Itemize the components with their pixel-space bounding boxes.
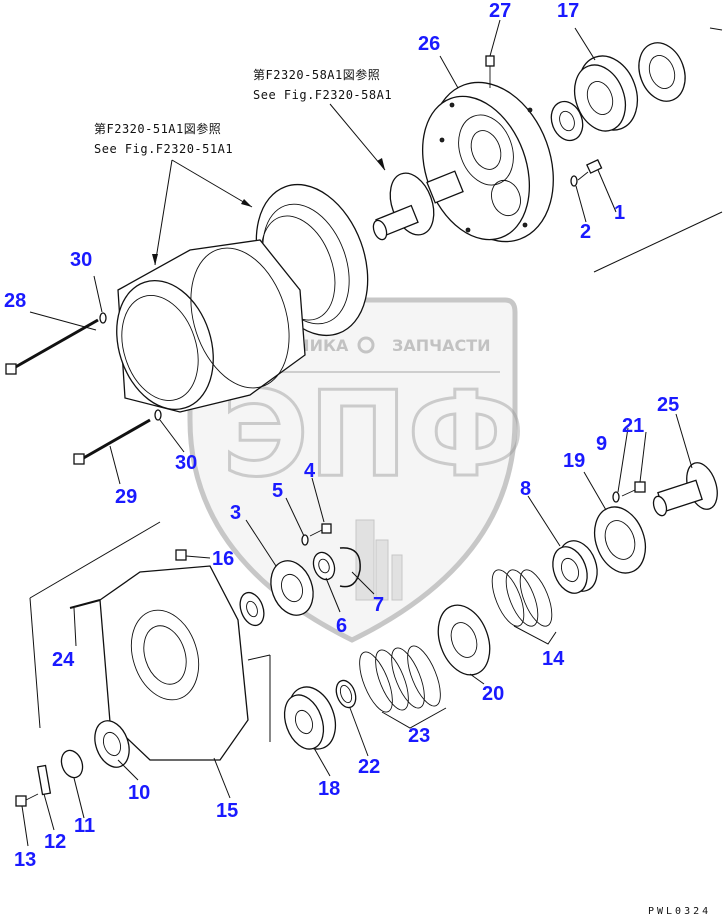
callout-13: 13 [14, 849, 36, 871]
callout-5: 5 [272, 480, 283, 502]
leader-lines [21, 19, 693, 847]
gear-icon [357, 336, 375, 354]
callout-20: 20 [482, 683, 504, 705]
part-28-long-bolt [5, 318, 99, 375]
callout-17: 17 [557, 0, 579, 22]
callout-4: 4 [304, 460, 316, 482]
callout-18: 18 [318, 778, 340, 800]
callout-25: 25 [657, 394, 679, 416]
callout-16: 16 [212, 548, 234, 570]
callout-23: 23 [408, 725, 430, 747]
part-20-plate [437, 604, 491, 676]
callout-11: 11 [74, 815, 95, 837]
callout-14: 14 [542, 648, 565, 670]
callout-12: 12 [44, 831, 66, 853]
callout-9: 9 [596, 433, 607, 455]
note-51a1-jp: 第F2320-51A1図参照 [94, 121, 221, 136]
washer-near-16 [239, 591, 265, 627]
part-1-bolt [577, 158, 603, 181]
note-fig-51a1: 第F2320-51A1図参照 See Fig.F2320-51A1 [94, 121, 253, 266]
callout-24: 24 [52, 649, 75, 671]
part-5-washer [301, 534, 309, 546]
part-4-bolt [309, 523, 332, 537]
callout-10: 10 [128, 782, 150, 804]
small-bearing [550, 100, 584, 142]
callout-19: 19 [563, 450, 585, 472]
part-21-bolt [621, 481, 646, 497]
callout-28: 28 [4, 290, 26, 312]
part-18-gear [283, 686, 337, 750]
part-12-lock-plate [36, 764, 52, 796]
callout-29: 29 [115, 486, 137, 508]
drawing-code: PWL0324 [648, 906, 711, 917]
callout-26: 26 [418, 33, 440, 55]
part-26-cover [421, 81, 554, 243]
part-11-cap [60, 749, 84, 779]
callout-21: 21 [622, 415, 644, 437]
bearing-ring [638, 42, 686, 102]
part-13-bolt [15, 793, 39, 807]
housing-front [116, 239, 306, 413]
note-58a1-jp: 第F2320-58A1図参照 [253, 67, 380, 82]
watermark-big-text: ЭПФ [222, 365, 524, 503]
callout-15: 15 [216, 800, 238, 822]
part-8-bearing [552, 540, 598, 594]
part-6-ring [312, 551, 336, 581]
callout-7: 7 [373, 594, 384, 616]
part-29-long-bolt [73, 418, 151, 465]
callout-27: 27 [489, 0, 511, 22]
callout-30-lower: 30 [175, 452, 197, 474]
callout-22: 22 [358, 756, 380, 778]
part-7-snap-ring [339, 547, 361, 588]
part-30-washer-lower [154, 409, 162, 421]
part-16-plug [175, 549, 187, 561]
watermark-text-right: ЗАПЧАСТИ [392, 336, 491, 355]
part-3-bearing [270, 560, 314, 616]
note-51a1-en: See Fig.F2320-51A1 [94, 142, 233, 156]
callout-6: 6 [336, 615, 347, 637]
part-23-discs [359, 645, 447, 729]
shaft-flange [372, 170, 464, 241]
callout-30-upper: 30 [70, 249, 92, 271]
note-fig-58a1: 第F2320-58A1図参照 See Fig.F2320-58A1 [253, 67, 392, 171]
part-19-plate [593, 506, 647, 574]
part-30-washer-upper [99, 312, 107, 324]
part-17-bearing [573, 55, 638, 132]
part-24-stud [69, 599, 101, 609]
callout-8: 8 [520, 478, 531, 500]
part-14-discs [491, 569, 557, 645]
callout-1: 1 [614, 202, 625, 224]
callout-3: 3 [230, 502, 241, 524]
callout-2: 2 [580, 221, 591, 243]
part-22-ring [335, 679, 357, 709]
part-2-washer [570, 175, 578, 187]
part-9-washer [612, 491, 620, 503]
part-10-gear [94, 720, 130, 768]
note-58a1-en: See Fig.F2320-58A1 [253, 88, 392, 102]
part-25-shaft [652, 462, 718, 517]
callouts: 1 2 3 4 5 6 7 8 9 10 11 12 13 14 15 16 1… [4, 0, 679, 871]
